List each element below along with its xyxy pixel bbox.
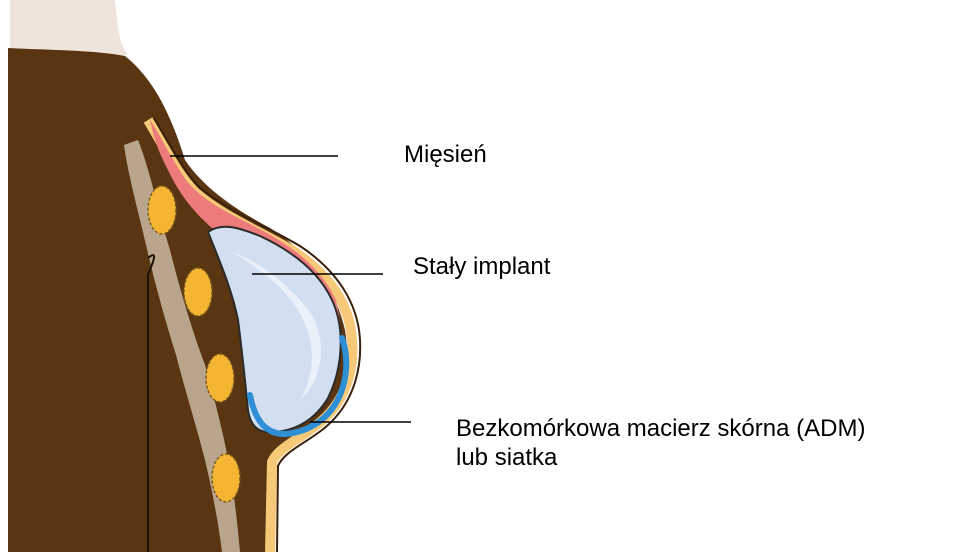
label-muscle: Mięsień [404,140,487,169]
label-adm: Bezkomórkowa macierz skórna (ADM) lub si… [456,414,865,472]
label-adm-line2: lub siatka [456,443,865,472]
label-implant: Stały implant [413,252,550,281]
label-adm-line1: Bezkomórkowa macierz skórna (ADM) [456,414,865,443]
